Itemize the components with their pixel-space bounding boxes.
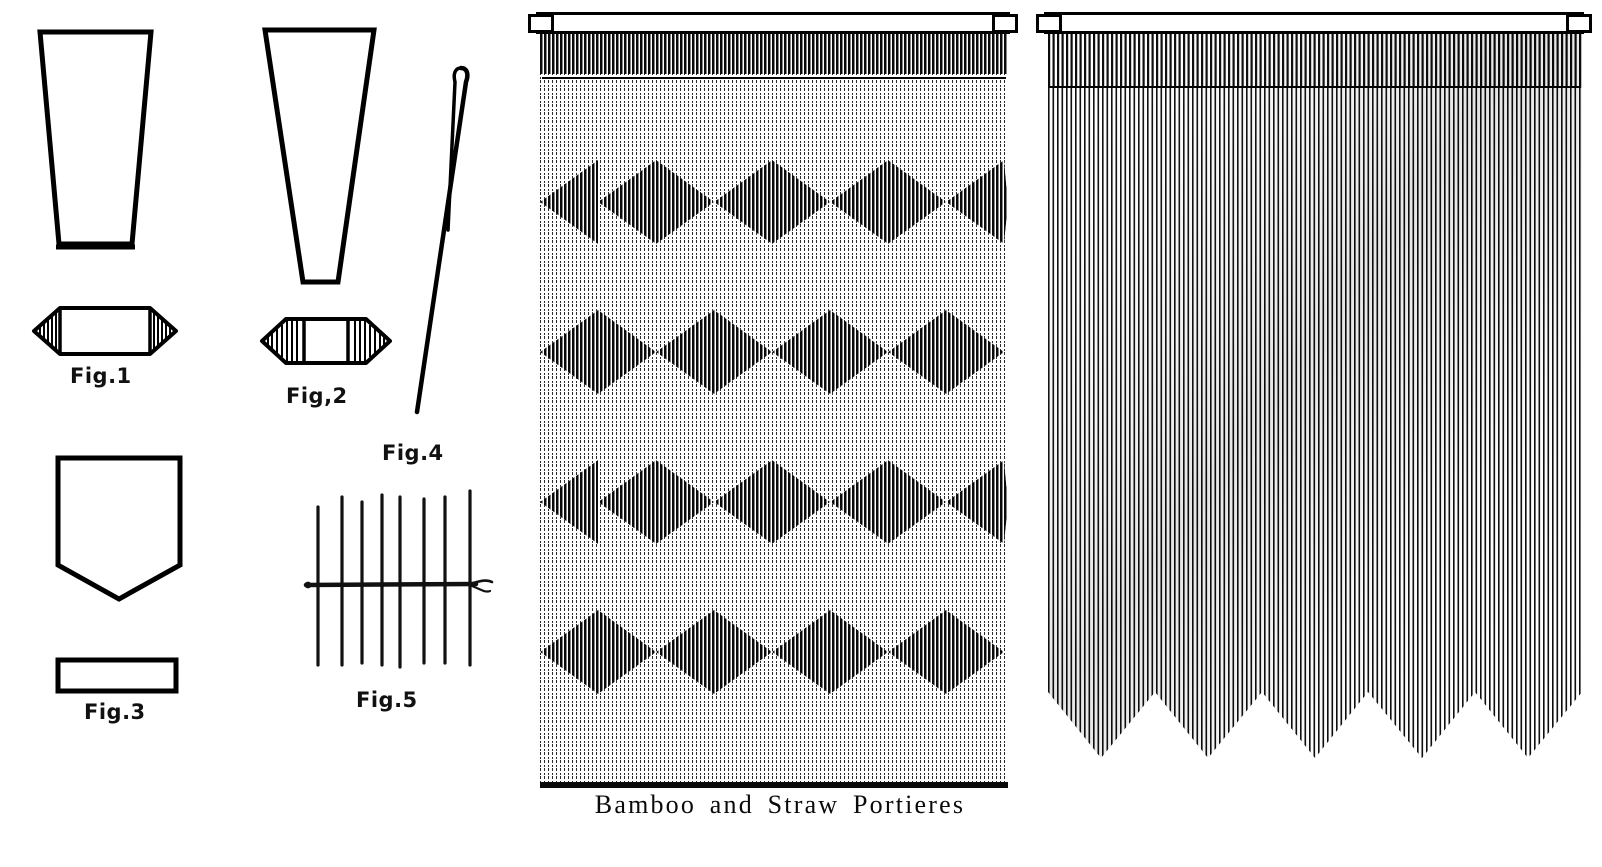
fig2-label-text: Fig,2 [286, 384, 348, 408]
fig1-rolled-bead [32, 306, 178, 356]
fig5-strand-stringing [303, 489, 494, 669]
bamboo-portiere-header-line [542, 77, 1006, 79]
bamboo-portiere-rod-cap-left [528, 14, 554, 33]
figure-caption: Bamboo and Straw Portieres [594, 790, 966, 819]
bamboo-portiere-rod-cap-right [992, 14, 1018, 33]
straw-portiere-rod [1044, 12, 1584, 34]
straw-portiere-header-line [1050, 86, 1580, 88]
fig2-rolled-bead [260, 317, 392, 365]
fig5-label-text: Fig.5 [356, 688, 418, 712]
straw-portiere-rod-cap-left [1036, 14, 1062, 33]
fig4-stringing-needle [414, 65, 470, 415]
straw-portiere-strands [1048, 32, 1582, 758]
bamboo-portiere [528, 8, 1018, 790]
fig1-label-text: Fig.1 [70, 364, 132, 388]
fig5-label: Fig.5 [356, 688, 418, 712]
fig1-label: Fig.1 [70, 364, 132, 388]
fig2-paper-template [262, 27, 377, 285]
straw-portiere-rod-cap-right [1566, 14, 1592, 33]
straw-portiere [1036, 8, 1592, 790]
bamboo-portiere-strands [540, 32, 1008, 788]
fig3-label: Fig.3 [84, 700, 146, 724]
bamboo-portiere-rod [536, 12, 1010, 34]
fig4-label: Fig.4 [382, 441, 444, 465]
fig3-flat-bead [55, 657, 179, 694]
fig1-paper-template [37, 29, 154, 250]
fig2-label: Fig,2 [286, 384, 348, 408]
fig3-label-text: Fig.3 [84, 700, 146, 724]
fig3-paper-template [55, 455, 183, 602]
fig4-label-text: Fig.4 [382, 441, 444, 465]
